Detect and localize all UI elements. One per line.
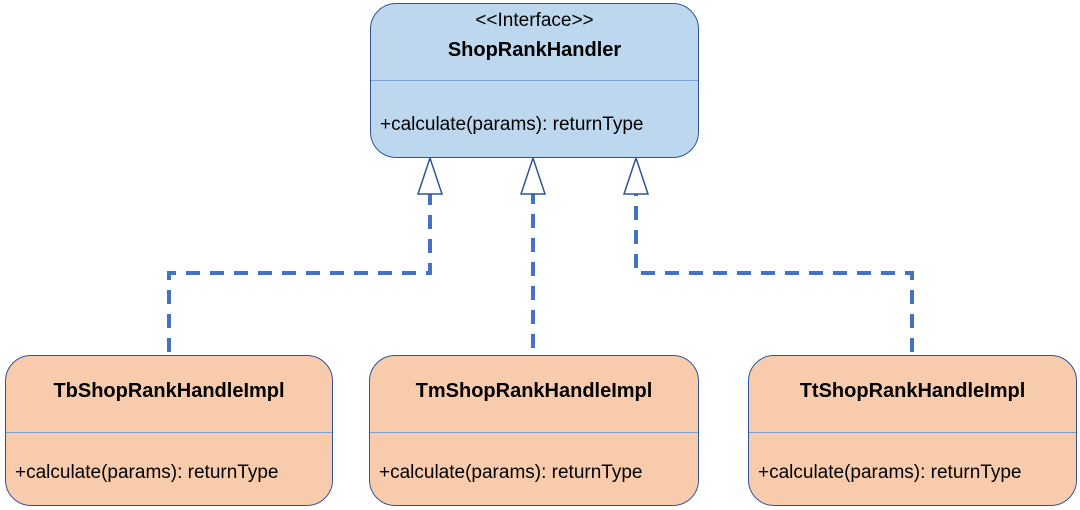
class-method: +calculate(params): returnType [379, 462, 643, 483]
class-tb-shop-rank-handle-impl: TbShopRankHandleImpl +calculate(params):… [5, 355, 333, 506]
class-name: TtShopRankHandleImpl [799, 380, 1026, 402]
class-header: TbShopRankHandleImpl [6, 356, 332, 433]
class-name: TbShopRankHandleImpl [53, 380, 285, 402]
tt-realization-arrowhead [622, 155, 650, 195]
class-header: TmShopRankHandleImpl [370, 356, 698, 433]
tt-realization-line [634, 194, 914, 352]
interface-stereotype: <<Interface>> [475, 10, 594, 31]
interface-name: ShopRankHandler [447, 39, 622, 61]
class-tt-shop-rank-handle-impl: TtShopRankHandleImpl +calculate(params):… [748, 355, 1077, 506]
tb-realization-arrowhead [416, 155, 444, 195]
class-tm-shop-rank-handle-impl: TmShopRankHandleImpl +calculate(params):… [369, 355, 699, 506]
interface-shop-rank-handler: <<Interface>> ShopRankHandler +calculate… [370, 3, 699, 158]
interface-method: +calculate(params): returnType [380, 114, 644, 135]
class-header: TtShopRankHandleImpl [749, 356, 1076, 433]
class-name: TmShopRankHandleImpl [415, 380, 653, 402]
tm-realization-arrowhead [519, 155, 547, 195]
interface-header: <<Interface>> ShopRankHandler [371, 4, 698, 81]
class-method: +calculate(params): returnType [758, 462, 1022, 483]
tb-realization-line [167, 194, 432, 352]
class-method: +calculate(params): returnType [15, 462, 279, 483]
